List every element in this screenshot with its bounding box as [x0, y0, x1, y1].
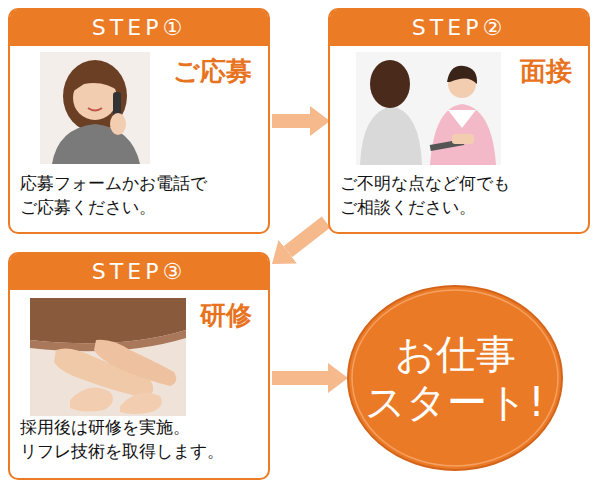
- step-box: STEP③研修採用後は研修を実施。 リフレ技術を取得します。: [8, 252, 270, 480]
- step-description: 採用後は研修を実施。 リフレ技術を取得します。: [20, 416, 258, 472]
- phone-photo: [40, 52, 150, 164]
- reflexology-photo: [30, 298, 186, 416]
- step-header: STEP③: [10, 254, 268, 290]
- flow-arrow: [288, 222, 326, 252]
- step-header: STEP①: [10, 10, 268, 46]
- circle-fill: [348, 286, 562, 470]
- circle-outline: [346, 284, 564, 472]
- start-circle: お仕事 スタート!: [346, 284, 564, 472]
- start-label: お仕事 スタート!: [360, 330, 550, 426]
- step-title: 面接: [330, 46, 588, 166]
- interview-photo: [356, 52, 501, 165]
- flow-arrow: [272, 114, 310, 128]
- step-box: STEP②面接ご不明な点など何でも ご相談ください。: [328, 8, 590, 234]
- flow-arrow: [272, 371, 328, 385]
- step-description: 応募フォームかお電話で ご応募ください。: [20, 172, 258, 228]
- step-title: ご応募: [10, 46, 268, 166]
- step-description: ご不明な点など何でも ご相談ください。: [340, 172, 578, 228]
- step-title: 研修: [10, 290, 268, 410]
- circle-ring: [352, 290, 558, 466]
- step-header: STEP②: [330, 10, 588, 46]
- step-box: STEP①ご応募応募フォームかお電話で ご応募ください。: [8, 8, 270, 234]
